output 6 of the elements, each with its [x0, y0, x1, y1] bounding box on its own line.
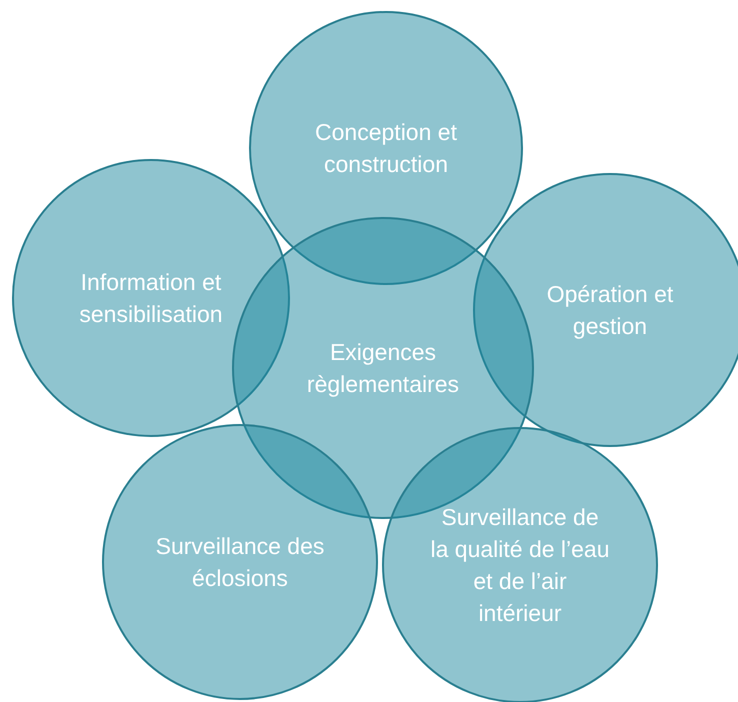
circle-label: Conception et construction: [314, 118, 458, 179]
circle-label: Information et sensibilisation: [78, 268, 224, 329]
circle-label: Opération et gestion: [546, 280, 674, 341]
circle-label: Surveillance de la qualité de l’eau et de l’air intérieur: [430, 503, 610, 628]
circle-label: Surveillance des éclosions: [154, 532, 326, 593]
circle-label: Exigences règlementaires: [306, 338, 460, 399]
